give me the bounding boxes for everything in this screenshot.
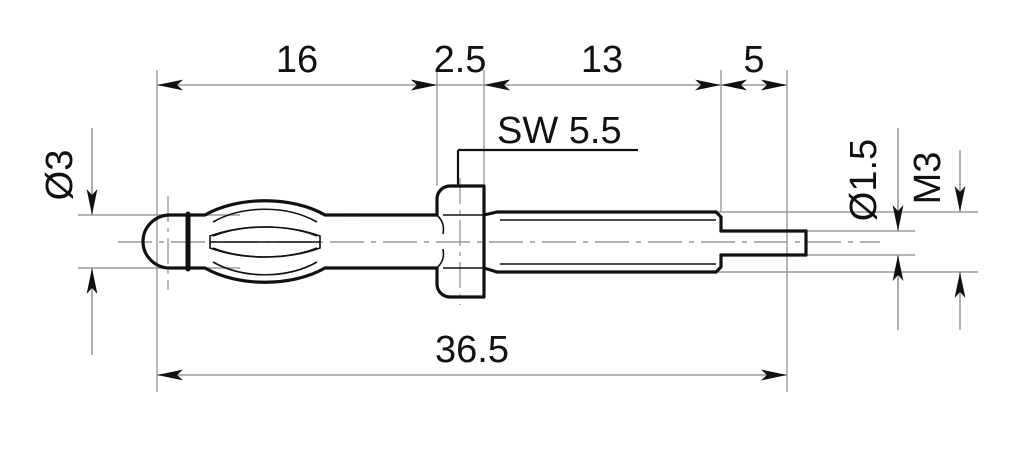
note-label-sw-5-5: SW 5.5 — [497, 110, 622, 152]
thread-shoulder-upper — [482, 210, 499, 217]
dim-label-16: 16 — [276, 39, 318, 81]
dim-label-dia-1-5: Ø1.5 — [843, 139, 885, 221]
pin-shoulder-upper — [714, 210, 723, 233]
spring-leaf-upper-outer — [212, 208, 318, 223]
dimension-lines-vertical — [86, 128, 966, 355]
dim-label-5: 5 — [743, 39, 764, 81]
part-outline — [141, 184, 808, 299]
leader-line-sw — [456, 148, 638, 186]
hex-chamfer-lower — [436, 248, 445, 269]
spring-barrel-lower — [186, 266, 354, 284]
dim-label-m3: M3 — [907, 152, 949, 205]
probe-tip-dome — [141, 213, 190, 270]
spring-barrel-upper — [186, 199, 354, 217]
hex-chamfer-upper — [436, 214, 445, 235]
dim-label-36-5: 36.5 — [435, 329, 509, 371]
dim-label-2-5: 2.5 — [434, 39, 487, 81]
dim-label-dia-3: Ø3 — [39, 150, 81, 201]
pin-shoulder-lower — [714, 253, 723, 274]
thread-shoulder-lower — [482, 266, 499, 274]
spring-leaf-upper-inner — [212, 226, 318, 237]
internal-detail-lines — [209, 208, 716, 276]
dim-label-13: 13 — [581, 39, 623, 81]
spring-leaf-lower-outer — [212, 261, 318, 276]
spring-slot-outline — [209, 226, 321, 258]
spring-leaf-lower-inner — [212, 247, 318, 258]
hex-nut-body — [435, 184, 486, 299]
